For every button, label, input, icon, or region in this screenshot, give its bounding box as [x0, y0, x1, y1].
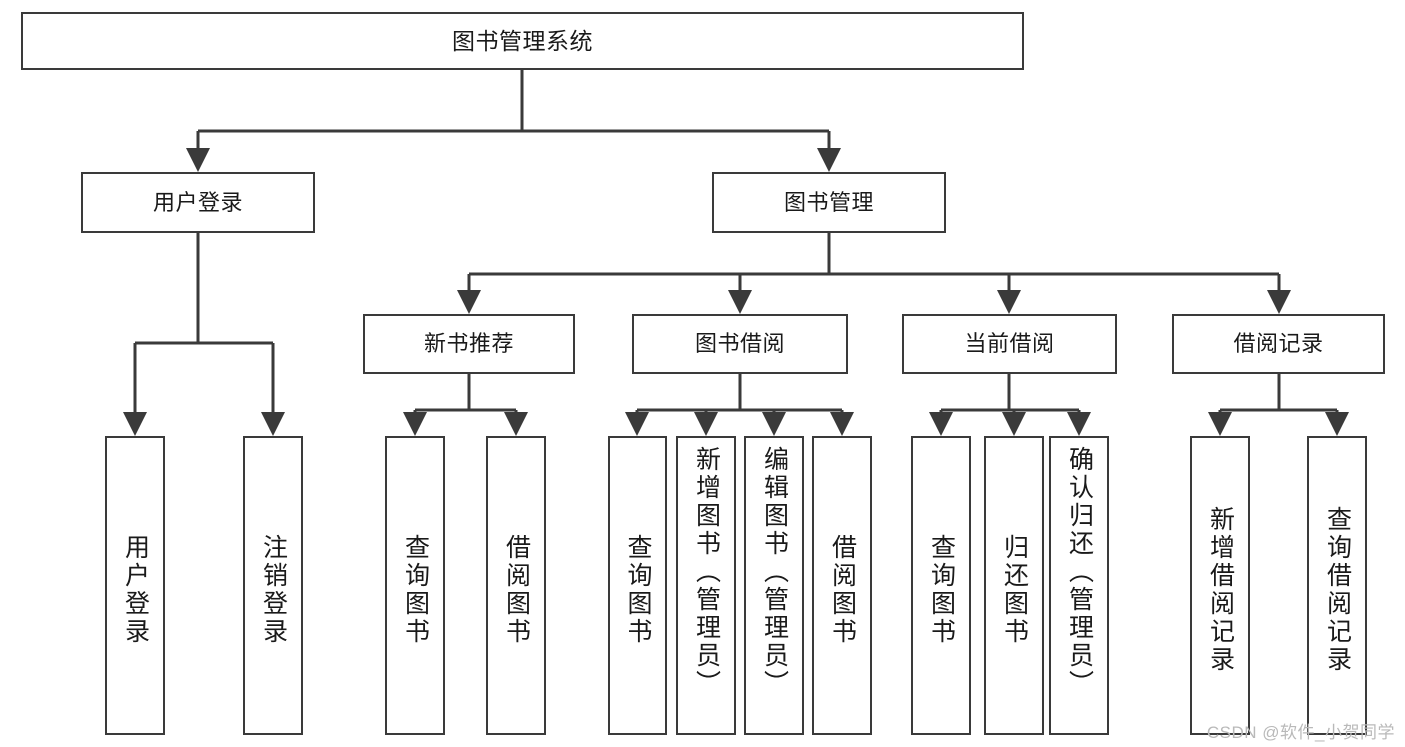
- node-label: 注销登录: [259, 533, 288, 646]
- node-leaf-query-book-new[interactable]: 查询图书: [385, 436, 445, 735]
- node-label: 用户登录: [152, 189, 243, 215]
- watermark-text: CSDN @软件_小贺同学: [1206, 723, 1395, 742]
- node-label: 新书推荐: [423, 331, 514, 357]
- node-user-login[interactable]: 用户登录: [81, 172, 315, 233]
- node-label: 借阅记录: [1233, 331, 1324, 357]
- node-leaf-query-book-current[interactable]: 查询图书: [911, 436, 971, 735]
- node-current-borrow[interactable]: 当前借阅: [902, 314, 1117, 374]
- node-leaf-logout-login[interactable]: 注销登录: [243, 436, 303, 735]
- node-label: 借阅图书: [502, 533, 531, 646]
- node-label: 编辑图书（管理员）: [760, 446, 789, 698]
- node-book-borrow[interactable]: 图书借阅: [632, 314, 848, 374]
- node-label: 新增借阅记录: [1206, 505, 1235, 674]
- node-leaf-query-borrow-record[interactable]: 查询借阅记录: [1307, 436, 1367, 735]
- node-label: 新增图书（管理员）: [692, 446, 721, 698]
- node-label: 当前借阅: [964, 331, 1055, 357]
- node-leaf-user-login[interactable]: 用户登录: [105, 436, 165, 735]
- node-new-book-recommend[interactable]: 新书推荐: [363, 314, 575, 374]
- node-leaf-borrow-book-new[interactable]: 借阅图书: [486, 436, 546, 735]
- node-root-library-system[interactable]: 图书管理系统: [21, 12, 1024, 70]
- node-label: 借阅图书: [828, 533, 857, 646]
- node-leaf-add-book-admin[interactable]: 新增图书（管理员）: [676, 436, 736, 735]
- node-leaf-return-book[interactable]: 归还图书: [984, 436, 1044, 735]
- node-label: 查询图书: [401, 533, 430, 646]
- node-label: 图书管理系统: [452, 27, 593, 54]
- node-label: 归还图书: [1000, 533, 1029, 646]
- node-leaf-confirm-return-admin[interactable]: 确认归还（管理员）: [1049, 436, 1109, 735]
- node-leaf-edit-book-admin[interactable]: 编辑图书（管理员）: [744, 436, 804, 735]
- node-label: 图书借阅: [694, 331, 785, 357]
- node-label: 查询图书: [624, 533, 652, 646]
- node-book-management[interactable]: 图书管理: [712, 172, 946, 233]
- node-leaf-query-book-borrow[interactable]: 查询图书: [608, 436, 667, 735]
- node-label: 查询借阅记录: [1323, 505, 1352, 674]
- node-label: 图书管理: [783, 189, 874, 215]
- node-leaf-borrow-book-borrow[interactable]: 借阅图书: [812, 436, 872, 735]
- node-label: 确认归还（管理员）: [1065, 446, 1094, 698]
- node-borrow-record[interactable]: 借阅记录: [1172, 314, 1385, 374]
- node-label: 用户登录: [121, 533, 150, 646]
- node-leaf-add-borrow-record[interactable]: 新增借阅记录: [1190, 436, 1250, 735]
- node-label: 查询图书: [927, 533, 956, 646]
